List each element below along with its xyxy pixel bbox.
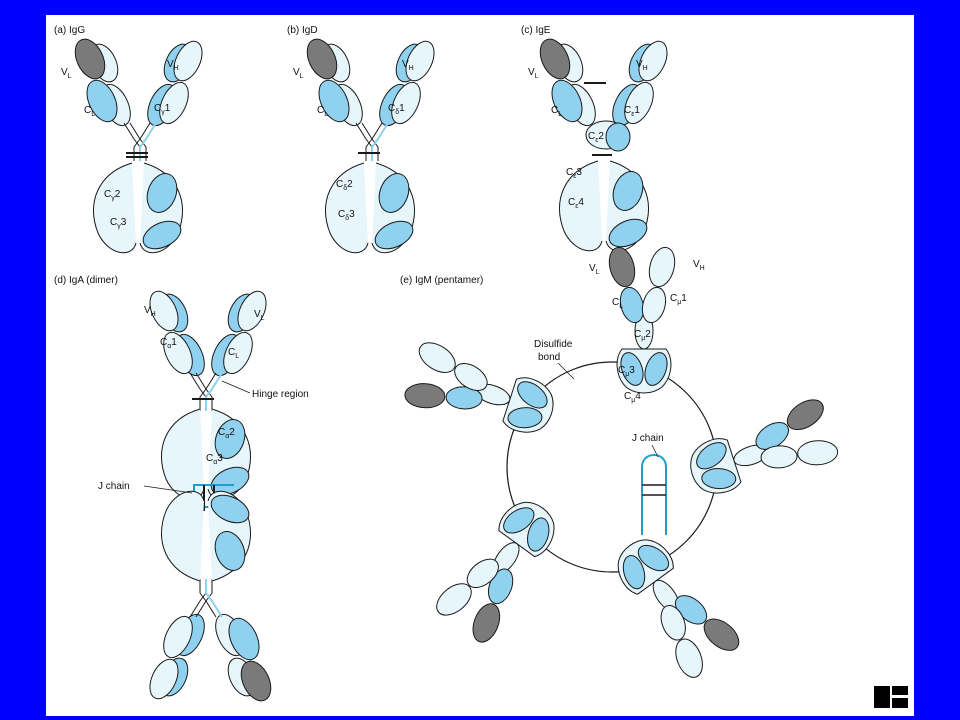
igd-title: (b) IgD bbox=[287, 25, 318, 36]
iga-dimer-structure: (d) IgA (dimer) VH VL CL Cα1 Hinge regio… bbox=[54, 275, 309, 707]
svg-text:Cγ3: Cγ3 bbox=[110, 217, 127, 230]
iga-title: (d) IgA (dimer) bbox=[54, 275, 118, 286]
svg-text:VL: VL bbox=[589, 263, 600, 276]
svg-text:Cδ3: Cδ3 bbox=[338, 209, 355, 222]
svg-text:VL: VL bbox=[254, 309, 265, 322]
svg-text:Cα2: Cα2 bbox=[218, 427, 235, 440]
ige-title: (c) IgE bbox=[521, 25, 551, 36]
svg-text:Cδ2: Cδ2 bbox=[336, 179, 353, 192]
svg-text:Cμ2: Cμ2 bbox=[634, 329, 651, 342]
svg-text:CL: CL bbox=[551, 105, 562, 118]
igg-structure: (a) IgG VL CL VH Cγ1 Cγ2 Cγ3 bbox=[54, 25, 209, 255]
svg-text:VH: VH bbox=[167, 59, 179, 72]
svg-text:Cμ3: Cμ3 bbox=[618, 365, 635, 378]
publisher-logo bbox=[874, 686, 908, 708]
svg-text:Cγ1: Cγ1 bbox=[154, 103, 171, 116]
svg-text:Cα3: Cα3 bbox=[206, 453, 223, 466]
svg-text:Cε1: Cε1 bbox=[624, 105, 640, 118]
svg-text:VL: VL bbox=[61, 67, 72, 80]
igm-j-chain bbox=[641, 454, 667, 535]
figure-panel: (a) IgG VL CL VH Cγ1 Cγ2 Cγ3 (b) IgD VL … bbox=[46, 15, 914, 716]
svg-text:Cε2: Cε2 bbox=[588, 131, 604, 144]
svg-text:Cε3: Cε3 bbox=[566, 167, 582, 180]
disulfide-bond-label-line2: bond bbox=[538, 352, 560, 363]
igg-title: (a) IgG bbox=[54, 25, 85, 36]
igm-title: (e) IgM (pentamer) bbox=[400, 275, 483, 286]
svg-text:Cγ2: Cγ2 bbox=[104, 189, 121, 202]
svg-text:VL: VL bbox=[293, 67, 304, 80]
igm-j-chain-label: J chain bbox=[632, 433, 664, 444]
svg-text:Cα1: Cα1 bbox=[160, 337, 177, 350]
svg-text:Cε4: Cε4 bbox=[568, 197, 584, 210]
svg-text:VH: VH bbox=[636, 59, 648, 72]
svg-text:CL: CL bbox=[612, 297, 623, 310]
svg-text:Cδ1: Cδ1 bbox=[388, 103, 405, 116]
svg-text:Cμ1: Cμ1 bbox=[670, 293, 687, 306]
svg-text:VH: VH bbox=[402, 59, 414, 72]
svg-text:VL: VL bbox=[528, 67, 539, 80]
svg-text:VH: VH bbox=[144, 305, 156, 318]
ige-structure: (c) IgE VL CL VH Cε1 Cε2 Cε3 Cε4 bbox=[521, 25, 674, 253]
disulfide-bond-label-line1: Disulfide bbox=[534, 339, 573, 350]
iga-j-chain-label: J chain bbox=[98, 481, 130, 492]
svg-text:CL: CL bbox=[84, 105, 95, 118]
immunoglobulin-classes-diagram: (a) IgG VL CL VH Cγ1 Cγ2 Cγ3 (b) IgD VL … bbox=[54, 25, 908, 708]
svg-text:Cμ4: Cμ4 bbox=[624, 391, 641, 404]
svg-text:CL: CL bbox=[228, 347, 239, 360]
igd-structure: (b) IgD VL CL VH Cδ1 Cδ2 Cδ3 bbox=[287, 25, 441, 255]
svg-text:VH: VH bbox=[693, 259, 705, 272]
svg-text:CL: CL bbox=[317, 105, 328, 118]
hinge-region-label: Hinge region bbox=[252, 389, 309, 400]
igm-pentamer-structure: (e) IgM (pentamer) VL CL VH Cμ1 Cμ2 Cμ3 … bbox=[397, 244, 845, 687]
